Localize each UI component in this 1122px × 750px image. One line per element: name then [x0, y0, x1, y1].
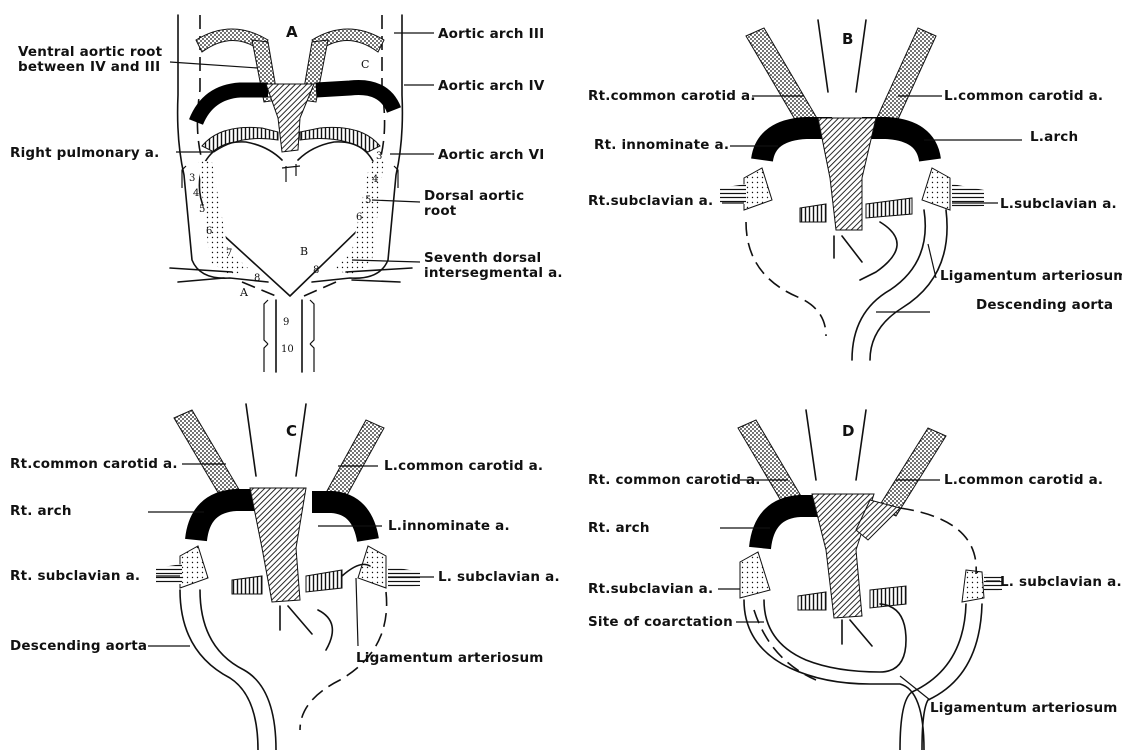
label-d-ligamentum: Ligamentum arteriosum	[930, 700, 1118, 716]
l-subclavian-stripes-b	[952, 184, 984, 208]
label-b-l-subclavian: L.subclavian a.	[1000, 196, 1117, 212]
aortic-arch-6-right	[300, 127, 380, 152]
panel-a-inner-b: B	[300, 245, 308, 258]
d-lower-heart	[842, 620, 872, 646]
label-c-descending: Descending aorta	[10, 638, 147, 654]
label-seventh-1: Seventh dorsal	[424, 250, 541, 266]
l-subclavian-b	[922, 168, 950, 210]
segment-5-right: 5	[365, 195, 371, 206]
rt-subclavian-b	[744, 168, 772, 210]
panel-b-letter: B	[842, 30, 853, 48]
panel-d-letter: D	[842, 422, 854, 440]
label-c-rt-arch: Rt. arch	[10, 503, 72, 519]
label-c-rt-subclavian: Rt. subclavian a.	[10, 568, 140, 584]
label-right-pulmonary: Right pulmonary a.	[10, 145, 159, 161]
label-d-site-coarctation: Site of coarctation	[588, 614, 733, 630]
label-b-descending: Descending aorta	[976, 297, 1113, 313]
lower-heart-b	[834, 222, 897, 280]
label-b-ligamentum: Ligamentum arteriosum	[940, 268, 1122, 284]
truncus-arteriosus	[266, 84, 314, 152]
d-rt-subclavian	[740, 552, 770, 598]
label-c-l-innominate: L.innominate a.	[388, 518, 510, 534]
panel-a-inner-a: A	[239, 286, 249, 299]
segment-9: 9	[283, 317, 289, 328]
label-ventral-root-1: Ventral aortic root	[18, 44, 163, 60]
c-rt-dorsal	[180, 590, 276, 750]
label-b-rt-innominate: Rt. innominate a.	[594, 137, 729, 153]
c-rt-arch	[196, 500, 258, 540]
c-rt-subclavian-stripes	[156, 564, 182, 584]
c-rt-subclavian	[180, 546, 208, 588]
label-dorsal-root-2: root	[424, 203, 457, 219]
label-b-l-common-carotid: L.common carotid a.	[944, 88, 1103, 104]
label-b-rt-subclavian: Rt.subclavian a.	[588, 193, 713, 209]
dorsal-root-left	[198, 160, 248, 276]
label-ventral-root-2: between IV and III	[18, 59, 160, 75]
segment-8-left: 8	[254, 273, 260, 284]
label-d-l-subclavian: L. subclavian a.	[1000, 574, 1122, 590]
l-dorsal-b	[852, 210, 947, 360]
trachea-lines-c	[246, 404, 306, 476]
label-b-rt-common-carotid: Rt.common carotid a.	[588, 88, 756, 104]
segment-7: 7	[226, 248, 232, 259]
label-seventh-2: intersegmental a.	[424, 265, 563, 281]
d-coarctation-dash	[754, 610, 816, 680]
c-l-arch	[312, 502, 368, 540]
label-dorsal-root-1: Dorsal aortic	[424, 188, 524, 204]
l-common-carotid	[876, 28, 936, 128]
c-lower-heart	[280, 606, 332, 650]
label-aortic-arch-6: Aortic arch VI	[438, 147, 545, 163]
segment-6-right: 6	[356, 212, 362, 223]
panel-c: C Rt.common carotid a. L.common carotid …	[10, 404, 560, 750]
label-d-rt-subclavian: Rt.subclavian a.	[588, 581, 713, 597]
d-l-dorsal	[900, 604, 982, 750]
label-aortic-arch-4: Aortic arch IV	[438, 78, 545, 94]
aortic-arch-4-right	[316, 87, 394, 110]
label-c-ligamentum: Ligamentum arteriosum	[356, 650, 544, 666]
heart-inner-stub	[282, 164, 300, 182]
rt-common-carotid	[746, 28, 818, 128]
segment-3-right: 3	[376, 151, 382, 162]
panel-a-letter: A	[286, 23, 298, 41]
segment-8-right: 8	[313, 265, 319, 276]
d-rt-arch	[760, 506, 822, 548]
label-c-rt-common-carotid: Rt.common carotid a.	[10, 456, 178, 472]
label-d-rt-arch: Rt. arch	[588, 520, 650, 536]
label-c-l-subclavian: L. subclavian a.	[438, 569, 560, 585]
d-rt-dorsal	[744, 600, 924, 750]
rt-subclavian-stripes-b	[720, 184, 746, 204]
aortic-arch-4-left	[196, 90, 268, 122]
panel-a: A 3 4	[10, 15, 563, 372]
segment-3: 3	[189, 173, 195, 184]
panel-c-letter: C	[286, 422, 297, 440]
rt-dorsal-dash-b	[746, 222, 826, 336]
trachea-lines-d	[806, 410, 866, 480]
label-b-l-arch: L.arch	[1030, 129, 1078, 145]
panel-d: D Rt. common carotid a. L.common carotid…	[588, 410, 1122, 750]
panel-b: B Rt.common carotid a. L.common carotid …	[588, 20, 1122, 360]
descending-aorta-a	[276, 300, 302, 372]
segment-4-right: 4	[372, 174, 378, 185]
d-l-common-carotid	[878, 428, 946, 516]
segment-4: 4	[193, 188, 199, 199]
d-l-arch-dash	[900, 508, 976, 574]
label-d-l-common-carotid: L.common carotid a.	[944, 472, 1103, 488]
d-l-subclavian	[962, 570, 984, 602]
segment-10: 10	[281, 344, 294, 355]
label-d-rt-common-carotid: Rt. common carotid a.	[588, 472, 761, 488]
label-aortic-arch-3: Aortic arch III	[438, 26, 544, 42]
panel-a-inner-c: C	[361, 58, 369, 71]
segment-5: 5	[199, 204, 205, 215]
label-c-l-common-carotid: L.common carotid a.	[384, 458, 543, 474]
segment-6: 6	[206, 226, 212, 237]
lower-aorta-right-dash	[304, 282, 336, 296]
c-l-subclavian	[358, 546, 386, 588]
seventh-intersegmental-left	[170, 268, 232, 282]
